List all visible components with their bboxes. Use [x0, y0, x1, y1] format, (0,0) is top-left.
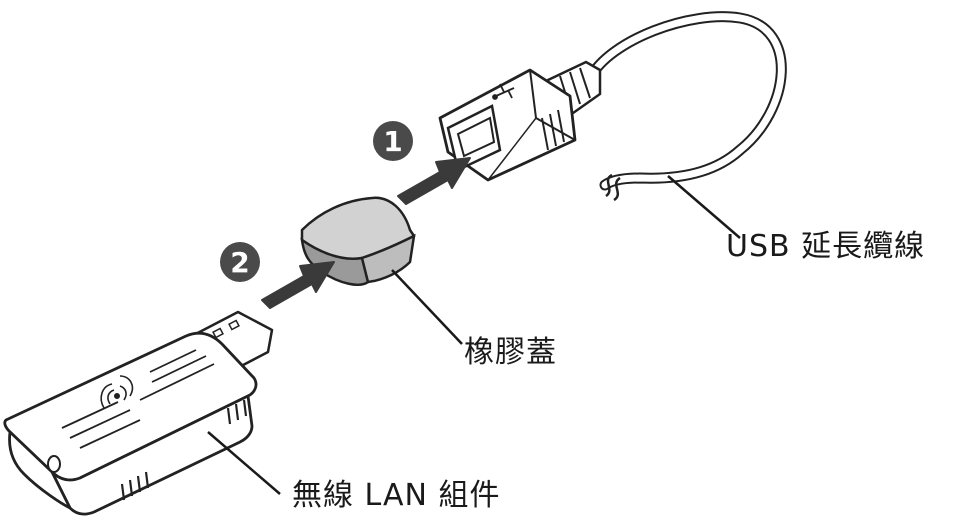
- wireless-signal-icon: [100, 375, 134, 409]
- label-usb-extension-cable: USB 延長纜線: [726, 229, 926, 264]
- lan-top-stripes: [61, 349, 215, 449]
- connector-grip: [541, 109, 565, 151]
- leader-lines: [207, 175, 741, 495]
- lan-indicator-light: [47, 455, 61, 473]
- leader-lan: [207, 431, 281, 495]
- usb-symbol-icon: [492, 83, 515, 100]
- lan-body-front: [8, 430, 72, 510]
- step-2-arrow: [261, 261, 335, 309]
- usb-socket: [446, 104, 502, 172]
- leader-cap: [391, 269, 463, 345]
- rubber-cap-side: [360, 233, 416, 284]
- cable-wire: [584, 11, 787, 191]
- step-1-number: 1: [383, 125, 402, 158]
- cable-cut-mark: [605, 173, 621, 202]
- step-2-badge: 2: [220, 242, 260, 282]
- lan-body-side: [50, 394, 254, 516]
- usb-extension-cable: [438, 11, 787, 202]
- label-wireless-lan-unit: 無線 LAN 組件: [292, 478, 501, 513]
- step-1-badge: 1: [373, 121, 413, 161]
- rubber-cap: [300, 196, 416, 286]
- step-2-number: 2: [230, 246, 249, 279]
- wireless-lan-unit: [3, 310, 274, 516]
- step-1-arrow: [397, 157, 471, 205]
- leader-usb: [667, 175, 741, 239]
- rubber-cap-front: [300, 237, 370, 286]
- label-rubber-cap: 橡膠蓋: [464, 335, 557, 370]
- lan-side-vents: [120, 399, 248, 501]
- cable-wire-inner: [586, 13, 785, 189]
